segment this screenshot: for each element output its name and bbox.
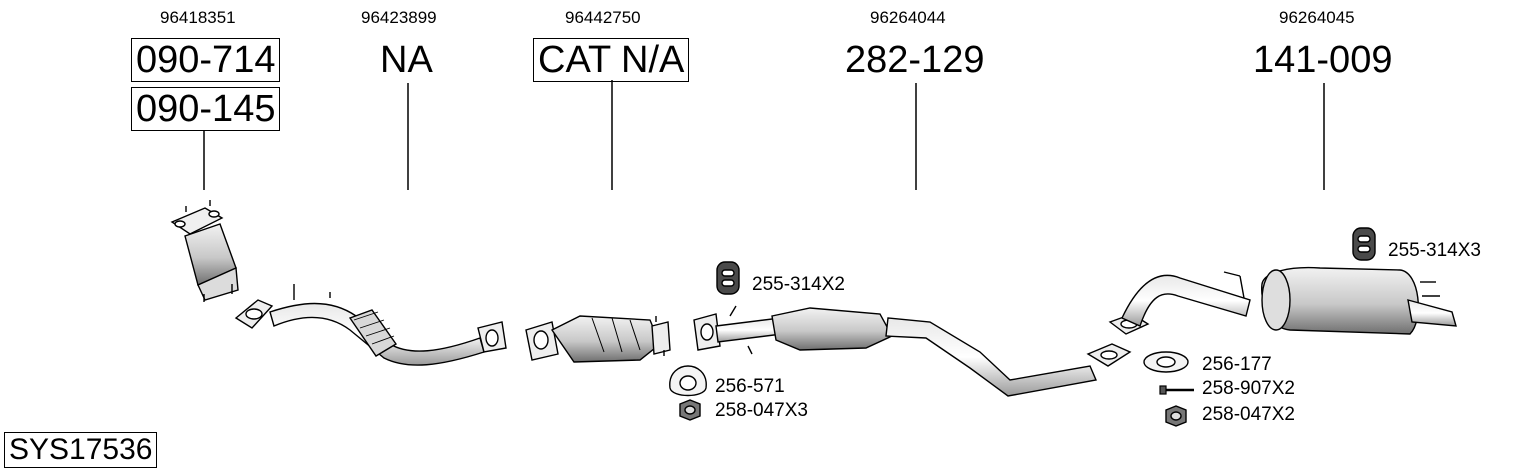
oem-number-5: 96264045: [1279, 8, 1355, 27]
label-hanger-front[interactable]: 255-314X2: [752, 274, 845, 295]
center-muffler[interactable]: [693, 305, 1132, 397]
part-number-141-009[interactable]: 141-009: [1253, 39, 1393, 81]
leader-lines: [203, 80, 1325, 190]
label-gasket-front[interactable]: 256-571: [715, 376, 785, 397]
nut-icon[interactable]: [679, 399, 701, 421]
oem-number-1: 96418351: [160, 8, 236, 27]
oem-number-4: 96264044: [870, 8, 946, 27]
rear-muffler[interactable]: [1108, 266, 1457, 335]
label-nut-front[interactable]: 258-047X3: [715, 400, 808, 421]
bolt-icon[interactable]: [1159, 385, 1194, 395]
manifold-catalyst[interactable]: [170, 200, 239, 302]
nut-icon[interactable]: [1165, 405, 1187, 427]
label-hanger-rear[interactable]: 255-314X3: [1388, 240, 1481, 261]
label-bolt-rear[interactable]: 258-907X2: [1202, 378, 1295, 399]
system-code: SYS17536: [4, 432, 158, 468]
rubber-hanger-icon[interactable]: [716, 261, 740, 295]
part-number-282-129[interactable]: 282-129: [845, 39, 985, 81]
rubber-hanger-icon[interactable]: [1352, 227, 1376, 261]
gasket-icon[interactable]: [1143, 351, 1189, 373]
gasket-icon[interactable]: [669, 365, 707, 397]
part-number-090-714[interactable]: 090-714: [131, 38, 281, 82]
label-gasket-rear[interactable]: 256-177: [1202, 354, 1272, 375]
catalytic-converter[interactable]: [525, 315, 671, 363]
part-number-090-145[interactable]: 090-145: [131, 87, 281, 131]
oem-number-3: 96442750: [565, 8, 641, 27]
oem-number-2: 96423899: [361, 8, 437, 27]
front-pipe[interactable]: [234, 284, 507, 366]
part-number-na[interactable]: NA: [380, 39, 433, 81]
label-nut-rear[interactable]: 258-047X2: [1202, 404, 1295, 425]
part-number-cat-na[interactable]: CAT N/A: [533, 38, 690, 82]
